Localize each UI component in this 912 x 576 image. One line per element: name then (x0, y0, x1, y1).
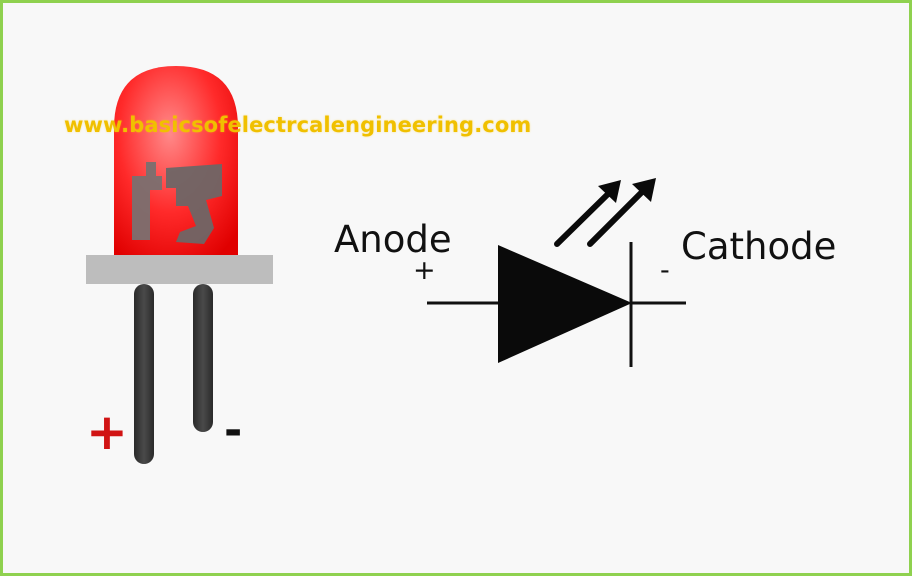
led-anvil (132, 162, 162, 240)
led-base (86, 255, 273, 284)
light-emission-arrows-icon (554, 178, 656, 247)
lead-plus-sign: + (86, 403, 128, 461)
cathode-label: Cathode (681, 225, 837, 268)
led-post (166, 164, 222, 244)
watermark-text: www.basicsofelectrcalengineering.com (64, 113, 532, 137)
led-lead-anode (134, 284, 154, 464)
anode-label: Anode (334, 218, 452, 261)
lead-minus-sign: - (224, 405, 243, 456)
diode-triangle (498, 245, 632, 363)
led-lead-cathode (193, 284, 213, 432)
symbol-minus-sign: - (660, 255, 670, 286)
symbol-plus-sign: + (413, 255, 436, 286)
